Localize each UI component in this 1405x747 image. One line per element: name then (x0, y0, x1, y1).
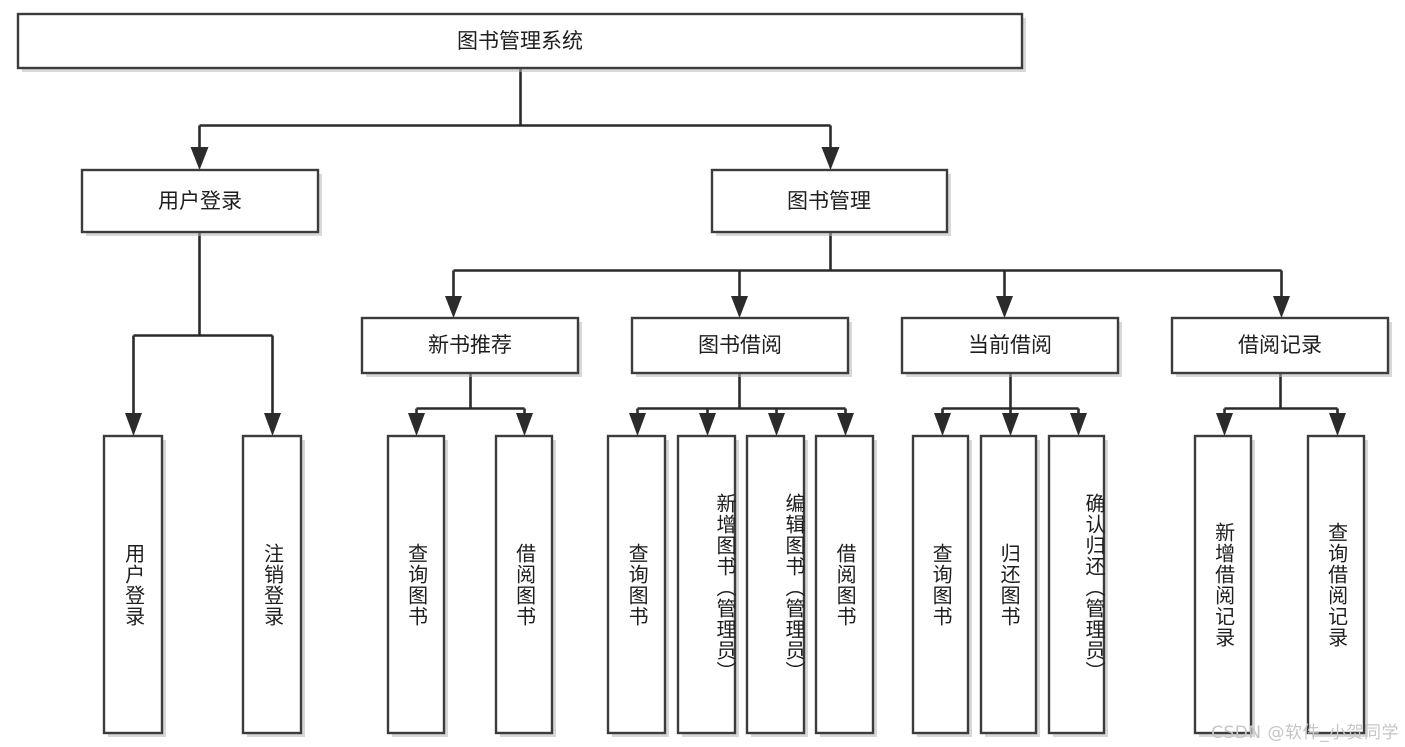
node-leaf-add-book[interactable] (676, 434, 739, 737)
arrowhead-leaf-return-book (1002, 413, 1019, 436)
node-root[interactable]: 图书管理系统 (16, 12, 1026, 72)
leaf-12-box[interactable] (1193, 434, 1253, 735)
node-current-borrow[interactable]: 当前借阅 (900, 316, 1122, 377)
arrowhead-leaf-borrow-book-2 (837, 413, 854, 436)
node-new-book-rec-box[interactable] (360, 316, 580, 375)
node-leaf-query-book-2[interactable] (606, 434, 669, 737)
arrowhead-leaf-borrow-book-1 (516, 413, 533, 436)
node-borrow-record-box[interactable] (1170, 316, 1390, 375)
arrowhead-leaf-add-record (1216, 413, 1233, 436)
node-root-box[interactable] (16, 12, 1024, 70)
node-book-borrow-box[interactable] (630, 316, 850, 375)
arrowhead-new-book-rec (445, 296, 462, 318)
arrowhead-leaf-query-book-1 (408, 413, 425, 436)
leaf-11-box[interactable] (1047, 434, 1106, 735)
leaf-1-box[interactable] (102, 434, 164, 735)
csdn-watermark: CSDN @软件_小贺同学 (1211, 723, 1399, 743)
node-leaf-add-record[interactable] (1193, 434, 1255, 737)
leaf-9-box[interactable] (911, 434, 970, 735)
node-user-login-label: 用户登录 (158, 189, 242, 213)
arrowhead-current-borrow (996, 296, 1013, 318)
arrowhead-leaf-query-book-3 (934, 413, 951, 436)
arrowhead-book-manage (821, 147, 840, 170)
arrowhead-leaf-confirm-return (1070, 413, 1087, 436)
leaf-2-box[interactable] (241, 434, 303, 735)
arrowhead-leaf-edit-book (768, 413, 785, 436)
node-leaf-return-book[interactable] (979, 434, 1040, 737)
arrowhead-borrow-record (1273, 296, 1290, 318)
node-root-label: 图书管理系统 (457, 29, 583, 53)
node-leaf-edit-book[interactable] (745, 434, 808, 737)
arrowhead-book-borrow (731, 296, 748, 318)
arrowhead-leaf-query-record (1329, 413, 1346, 436)
leaf-5-box[interactable] (606, 434, 667, 735)
node-leaf-query-record[interactable] (1306, 434, 1368, 737)
arrowhead-user-login (190, 147, 209, 170)
node-new-book-rec[interactable]: 新书推荐 (360, 316, 582, 377)
node-leaf-logout-login[interactable] (241, 434, 305, 737)
node-leaf-query-book-3[interactable] (911, 434, 972, 737)
node-new-book-rec-label: 新书推荐 (428, 333, 512, 357)
leaf-13-box[interactable] (1306, 434, 1366, 735)
node-current-borrow-box[interactable] (900, 316, 1120, 375)
node-leaf-query-book-1[interactable] (386, 434, 448, 737)
node-borrow-record-label: 借阅记录 (1238, 333, 1322, 357)
connector-layer (125, 68, 1346, 436)
node-user-login[interactable]: 用户登录 (80, 168, 322, 236)
node-book-manage-box[interactable] (710, 168, 949, 234)
leaf-3-box[interactable] (386, 434, 446, 735)
node-user-login-box[interactable] (80, 168, 320, 234)
node-leaf-borrow-book-1[interactable] (494, 434, 556, 737)
leaf-10-box[interactable] (979, 434, 1038, 735)
node-book-borrow-label: 图书借阅 (698, 333, 782, 357)
leaf-4-box[interactable] (494, 434, 554, 735)
arrowhead-leaf-query-book-2 (629, 413, 646, 436)
leaf-7-box[interactable] (745, 434, 806, 735)
node-leaf-confirm-return[interactable] (1047, 434, 1108, 737)
arrowhead-leaf-add-book (699, 413, 716, 436)
node-leaf-borrow-book-2[interactable] (814, 434, 877, 737)
arrowhead-leaf-logout-login (264, 413, 281, 436)
node-current-borrow-label: 当前借阅 (968, 333, 1052, 357)
node-book-borrow[interactable]: 图书借阅 (630, 316, 852, 377)
node-leaf-user-login[interactable] (102, 434, 166, 737)
node-borrow-record[interactable]: 借阅记录 (1170, 316, 1392, 377)
arrowhead-leaf-user-login (125, 413, 142, 436)
leaf-8-box[interactable] (814, 434, 875, 735)
leaf-6-box[interactable] (676, 434, 737, 735)
node-book-manage-label: 图书管理 (787, 189, 871, 213)
node-book-manage[interactable]: 图书管理 (710, 168, 951, 236)
